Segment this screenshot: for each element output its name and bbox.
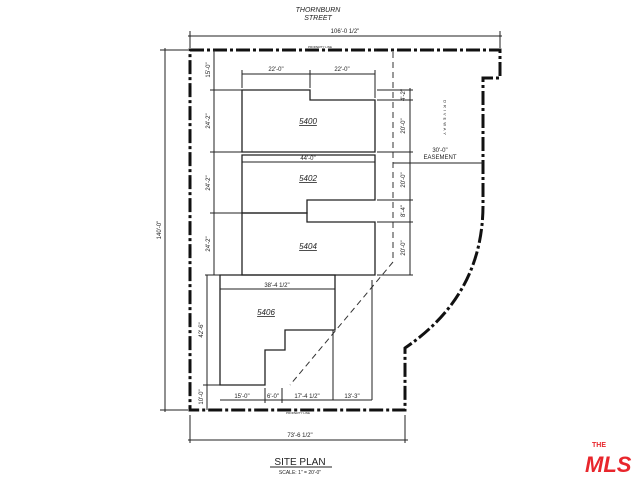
unit-5402-outline <box>241 154 376 214</box>
dim-left-3: 24'-2" <box>206 236 212 251</box>
dim-left-setback: 15'-0" <box>206 62 212 77</box>
driveway-diagonal-line <box>289 261 394 386</box>
dim-right-4: 8'-4" <box>401 205 407 217</box>
unit-label-5400: 5400 <box>299 117 317 126</box>
overall-top-dimension: 106'-0 1/2" <box>188 29 502 48</box>
top-dimension-label: 106'-0 1/2" <box>331 29 360 35</box>
mls-logo: THE MLS <box>585 442 632 477</box>
dim-right-2: 20'-0" <box>401 118 407 133</box>
drawing-title: SITE PLAN <box>274 457 325 468</box>
street-name-line2: STREET <box>304 15 332 22</box>
dim-top-right: 22'-0" <box>334 67 349 73</box>
dim-left-2: 24'-2" <box>206 175 212 190</box>
dim-left-1: 24'-2" <box>206 113 212 128</box>
unit-5406-outline <box>219 274 336 386</box>
dim-right-3: 20'-0" <box>401 172 407 187</box>
property-line-label-bottom: PROPERTY LINE <box>286 411 310 415</box>
dim-left-5: 10'-0" <box>199 389 205 404</box>
easement-width: 30'-0" <box>432 148 447 154</box>
easement-label: EASEMENT <box>423 155 456 161</box>
drawing-scale: SCALE: 1" = 20'-0" <box>279 470 321 476</box>
dim-bottom-4: 13'-3" <box>344 394 359 400</box>
svg-text:THE: THE <box>592 442 606 449</box>
unit-label-5402: 5402 <box>299 174 317 183</box>
dim-right-5: 20'-0" <box>401 240 407 255</box>
property-line <box>188 48 502 412</box>
dim-bottom-1: 15'-0" <box>234 394 249 400</box>
overall-left-dimension: 140'-0" <box>157 48 188 412</box>
dimension-lines <box>203 50 413 410</box>
dim-left-4: 42'-6" <box>199 322 205 337</box>
dim-mid-width: 44'-0" <box>300 156 315 162</box>
overall-bottom-dimension: 73'-6 1/2" <box>188 415 408 443</box>
street-name-line1: THORNBURN <box>296 7 342 14</box>
bottom-dimension-label: 73'-6 1/2" <box>287 433 312 439</box>
left-dimension-label: 140'-0" <box>157 221 163 240</box>
dim-bottom-3: 17'-4 1/2" <box>294 394 319 400</box>
dim-top-left: 22'-0" <box>268 67 283 73</box>
svg-text:MLS: MLS <box>585 452 632 477</box>
dim-lower-width: 38'-4 1/2" <box>264 283 289 289</box>
unit-label-5406: 5406 <box>257 308 275 317</box>
property-line-label-top: PROPERTY LINE <box>308 45 332 49</box>
dim-right-1: 4'-2" <box>401 89 407 101</box>
driveway-label: DRIVEWAY <box>443 100 448 137</box>
dim-bottom-2: 6'-0" <box>267 394 279 400</box>
unit-label-5404: 5404 <box>299 242 317 251</box>
